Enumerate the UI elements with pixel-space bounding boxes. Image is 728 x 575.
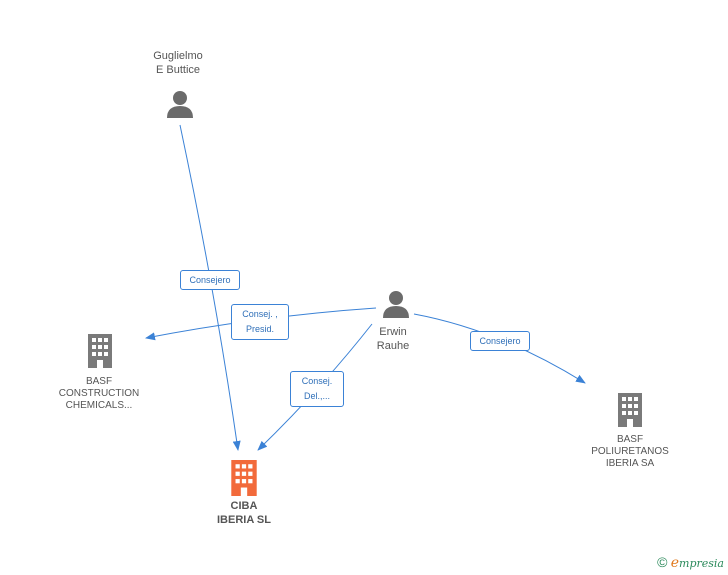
edge-label-erwin-basf-poliuretanos[interactable]: Consejero xyxy=(470,331,530,351)
company-basf-construction-name[interactable]: BASF CONSTRUCTION CHEMICALS... xyxy=(40,376,158,412)
company-basf-construction-line2: CONSTRUCTION xyxy=(58,388,140,399)
company-ciba-line2: IBERIA SL xyxy=(217,514,271,526)
edge-label-line1: Consej. , xyxy=(242,309,278,319)
person-icon[interactable] xyxy=(165,89,195,119)
person-icon[interactable] xyxy=(381,289,411,319)
edge-label-erwin-basf-construction[interactable]: Consej. , Presid. xyxy=(231,304,289,340)
company-basf-construction-line1: BASF xyxy=(85,376,113,387)
brand-logo-text: mpresia xyxy=(679,557,724,570)
edge-label-text: Consejero xyxy=(189,275,231,285)
company-basf-poliuretanos-name[interactable]: BASF POLIURETANOS IBERIA SA xyxy=(570,434,690,470)
person-erwin-line2: Rauhe xyxy=(376,340,410,352)
person-erwin-name[interactable]: Erwin Rauhe xyxy=(355,325,431,353)
company-basf-poliuretanos-line3: IBERIA SA xyxy=(605,458,655,469)
brand-logo-initial: e xyxy=(670,555,680,571)
company-basf-poliuretanos-line2: POLIURETANOS xyxy=(591,446,669,457)
building-icon[interactable] xyxy=(616,393,644,427)
person-erwin-line1: Erwin xyxy=(379,326,407,338)
company-basf-poliuretanos-line1: BASF xyxy=(616,434,644,445)
person-guglielmo-line2: E Buttice xyxy=(155,64,201,76)
company-basf-construction-line3: CHEMICALS... xyxy=(65,400,133,411)
company-ciba-line1: CIBA xyxy=(230,500,258,512)
edge-label-line2: Presid. xyxy=(245,324,274,334)
brand-footer[interactable]: © empresia xyxy=(657,554,724,571)
company-ciba-name[interactable]: CIBA IBERIA SL xyxy=(196,499,292,527)
edge-label-line1: Consej. xyxy=(301,376,333,386)
copyright-icon: © xyxy=(657,554,668,570)
building-icon[interactable] xyxy=(229,460,259,496)
edge-label-line2: Del.,... xyxy=(303,391,330,401)
edge-label-text: Consejero xyxy=(479,336,521,346)
person-guglielmo-line1: Guglielmo xyxy=(153,50,203,62)
edge-label-guglielmo-ciba[interactable]: Consejero xyxy=(180,270,240,290)
building-icon[interactable] xyxy=(86,334,114,368)
person-guglielmo-name[interactable]: Guglielmo E Buttice xyxy=(130,49,226,77)
edge-label-erwin-ciba[interactable]: Consej. Del.,... xyxy=(290,371,344,407)
